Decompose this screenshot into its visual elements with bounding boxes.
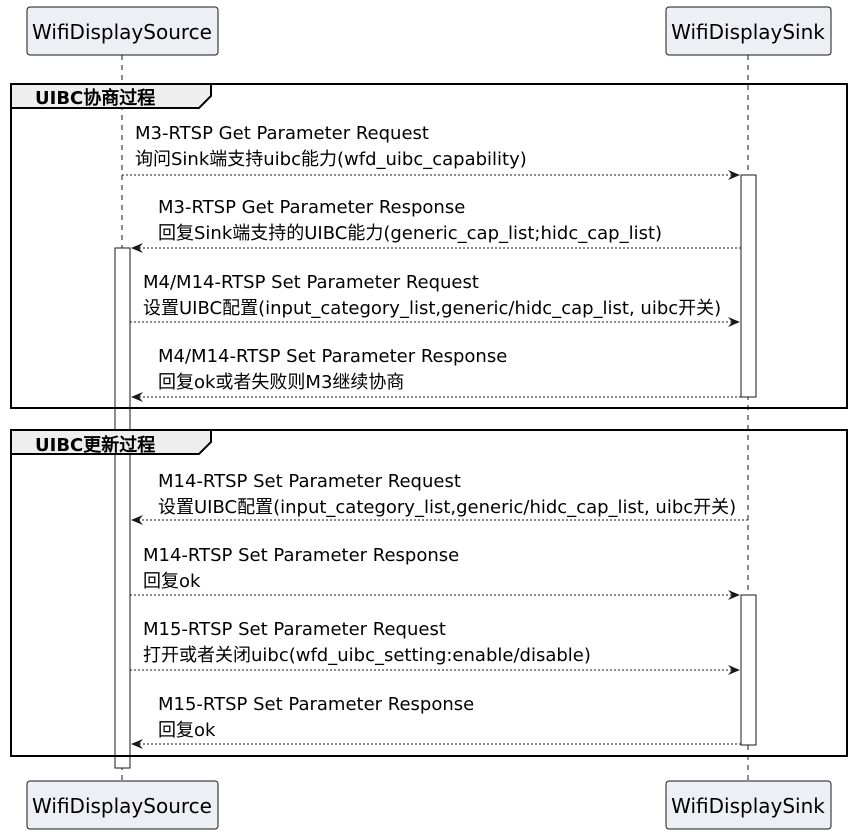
message-m15-response: M15-RTSP Set Parameter Response 回复ok	[131, 694, 741, 749]
participant-label: WifiDisplaySink	[671, 20, 825, 44]
group-frame-update: UIBC更新过程	[10, 429, 848, 757]
sink-activation-bar	[740, 174, 757, 398]
message-m4-request: M4/M14-RTSP Set Parameter Request 设置UIBC…	[130, 272, 740, 327]
message-detail: 回复ok或者失败则M3继续协商	[158, 372, 404, 393]
message-detail: 设置UIBC配置(input_category_list,generic/hid…	[143, 298, 721, 319]
message-m3-request: M3-RTSP Get Parameter Request 询问Sink端支持u…	[122, 123, 740, 180]
message-detail: 询问Sink端支持uibc能力(wfd_uibc_capability)	[135, 149, 527, 170]
message-m4-response: M4/M14-RTSP Set Parameter Response 回复ok或…	[131, 346, 741, 402]
source-activation-bar	[114, 247, 131, 769]
message-title: M3-RTSP Get Parameter Response	[158, 197, 465, 218]
message-title: M3-RTSP Get Parameter Request	[135, 123, 429, 144]
message-detail: 设置UIBC配置(input_category_list,generic/hid…	[158, 497, 736, 518]
participant-label: WifiDisplaySink	[671, 794, 825, 818]
message-title: M15-RTSP Set Parameter Response	[158, 694, 474, 715]
message-detail: 回复ok	[143, 571, 201, 592]
participant-label: WifiDisplaySource	[32, 794, 212, 818]
participant-sink-bottom: WifiDisplaySink	[665, 780, 832, 830]
message-m14-request: M14-RTSP Set Parameter Request 设置UIBC配置(…	[131, 471, 748, 525]
message-m14-response: M14-RTSP Set Parameter Response 回复ok	[130, 545, 740, 600]
message-m3-response: M3-RTSP Get Parameter Response 回复Sink端支持…	[131, 197, 741, 253]
group-title: UIBC协商过程	[35, 87, 155, 109]
message-detail: 回复Sink端支持的UIBC能力(generic_cap_list;hidc_c…	[158, 223, 662, 244]
message-m15-request: M15-RTSP Set Parameter Request 打开或者关闭uib…	[130, 619, 740, 675]
participant-source-top: WifiDisplaySource	[26, 6, 219, 56]
participant-sink-top: WifiDisplaySink	[665, 6, 832, 56]
group-frame-negotiation: UIBC协商过程	[10, 83, 848, 409]
sink-activation-bar	[740, 594, 757, 746]
message-title: M4/M14-RTSP Set Parameter Request	[143, 272, 479, 293]
group-title: UIBC更新过程	[35, 434, 155, 456]
message-detail: 打开或者关闭uibc(wfd_uibc_setting:enable/disab…	[143, 645, 591, 666]
participant-label: WifiDisplaySource	[32, 20, 212, 44]
message-title: M14-RTSP Set Parameter Request	[158, 471, 461, 492]
message-title: M4/M14-RTSP Set Parameter Response	[158, 346, 507, 367]
message-title: M15-RTSP Set Parameter Request	[143, 619, 446, 640]
message-detail: 回复ok	[158, 720, 216, 741]
participant-source-bottom: WifiDisplaySource	[26, 780, 219, 830]
message-title: M14-RTSP Set Parameter Response	[143, 545, 459, 566]
